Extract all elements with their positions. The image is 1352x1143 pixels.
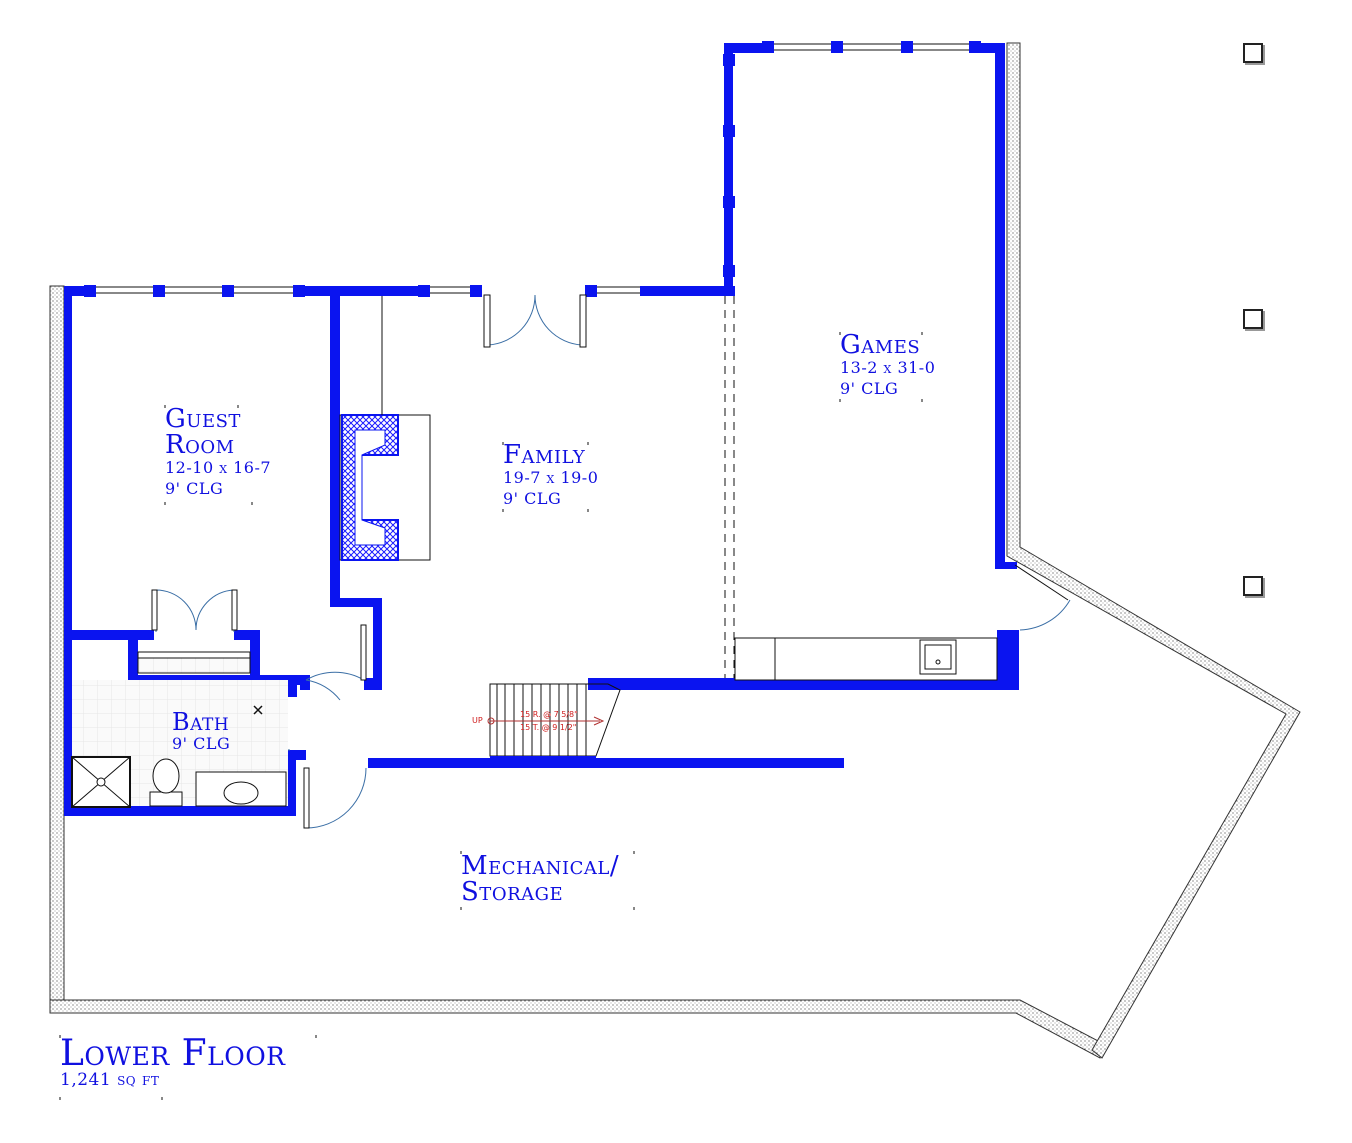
square-icon[interactable] [1243, 43, 1263, 63]
family-room-name: Family [503, 440, 586, 470]
closet-shelf [137, 651, 251, 674]
bath-label: Bath 9' CLG [172, 710, 230, 755]
floor-title: Lower Floor [60, 1033, 286, 1074]
floor-area: 1,241 sq ft [60, 1070, 160, 1090]
floor-title-block: Lower Floor 1,241 sq ft [60, 1036, 286, 1089]
guest-room-ceiling: 9' CLG [165, 478, 224, 498]
square-icon[interactable] [1243, 309, 1263, 329]
bath-ceiling: 9' CLG [172, 734, 231, 753]
family-room-label: Family 19-7 x 19-0 9' CLG [503, 442, 598, 510]
games-room-ceiling: 9' CLG [840, 378, 899, 398]
stair-direction: UP [472, 716, 483, 725]
label-corner-marks [59, 332, 923, 1100]
stair-treads: 15 T. @ 9 1/2" [520, 723, 577, 732]
family-room-ceiling: 9' CLG [503, 488, 562, 508]
windows [90, 43, 975, 294]
stairs [487, 683, 621, 760]
games-room-name: Games [840, 330, 921, 360]
opening-dashed [724, 296, 735, 678]
foundation-wall [49, 42, 1301, 1059]
window-mullions [84, 41, 981, 297]
guest-room-dimensions: 12-10 x 16-7 [165, 458, 272, 477]
stair-risers: 15 R. @ 7 5/8" [520, 710, 578, 719]
guest-room-name-2: Room [165, 430, 235, 460]
square-icon[interactable] [1243, 576, 1263, 596]
fireplace [339, 296, 431, 561]
bath-name: Bath [172, 708, 230, 736]
mechanical-name: Mechanical/ [461, 851, 620, 881]
games-counter [734, 637, 998, 681]
bath-fixtures [71, 680, 288, 808]
family-room-dimensions: 19-7 x 19-0 [503, 468, 599, 487]
games-room-label: Games 13-2 x 31-0 9' CLG [840, 332, 935, 400]
storage-name: Storage [461, 877, 564, 907]
guest-room-label: Guest Room 12-10 x 16-7 9' CLG [165, 406, 271, 500]
mechanical-storage-label: Mechanical/ Storage [461, 853, 619, 905]
games-room-dimensions: 13-2 x 31-0 [840, 358, 936, 377]
guest-room-name-1: Guest [165, 404, 241, 434]
